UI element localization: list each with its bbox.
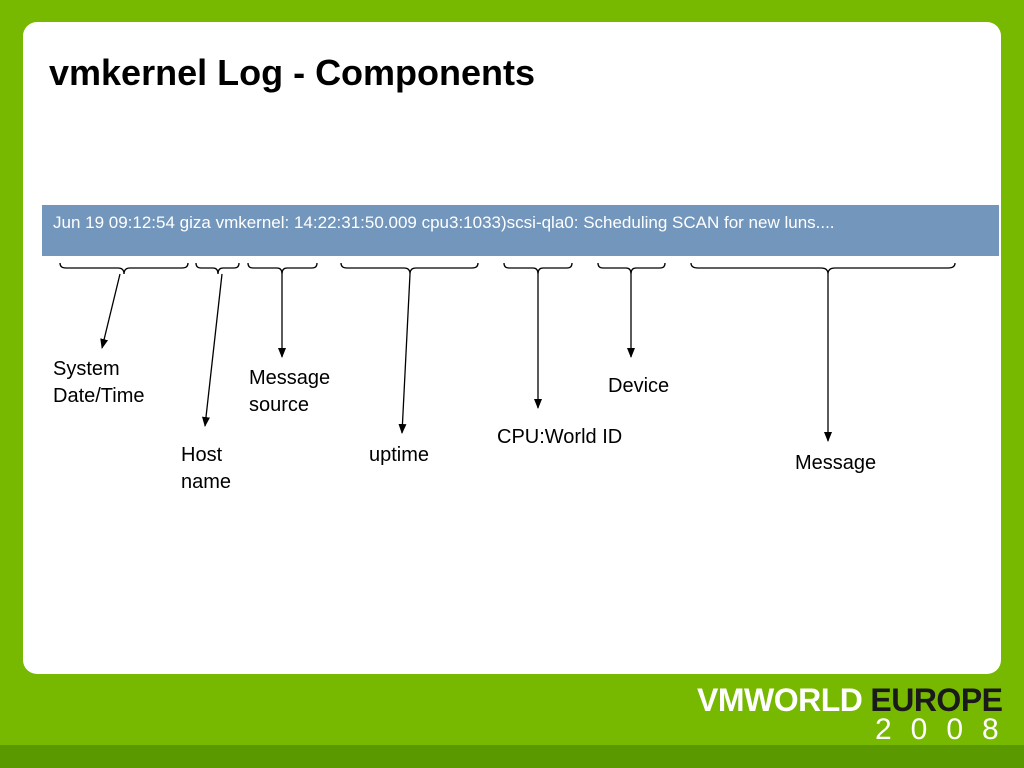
log-line-bar	[42, 205, 999, 256]
label-cpu-world-id: CPU:World ID	[497, 426, 623, 448]
logo-year-text: 2008	[875, 713, 1018, 746]
label-system-date-time: System Date/Time	[53, 358, 145, 407]
label-host-name: Host name	[181, 444, 232, 493]
footer-strip	[0, 745, 1024, 768]
brace-source	[247, 262, 318, 275]
brace-host	[195, 262, 240, 275]
arrow-host	[202, 273, 223, 427]
log-line-text: Jun 19 09:12:54 giza vmkernel: 14:22:31:…	[53, 213, 835, 232]
brace-date	[59, 262, 189, 275]
label-device: Device	[608, 375, 670, 397]
label-message: Message	[795, 452, 877, 474]
logo-vmworld-text: VMWORLD	[697, 682, 863, 718]
arrow-uptime	[398, 273, 411, 434]
brace-device	[597, 262, 666, 275]
slide-panel	[23, 22, 1001, 674]
label-uptime: uptime	[369, 444, 430, 466]
slide-title: vmkernel Log - Components	[49, 52, 536, 93]
label-message-source: Message source	[249, 367, 331, 416]
brace-cpu	[503, 262, 573, 275]
brace-message	[690, 262, 956, 275]
brace-uptime	[340, 262, 479, 275]
logo-europe-text: EUROPE	[870, 682, 1003, 718]
arrow-date	[100, 273, 121, 349]
